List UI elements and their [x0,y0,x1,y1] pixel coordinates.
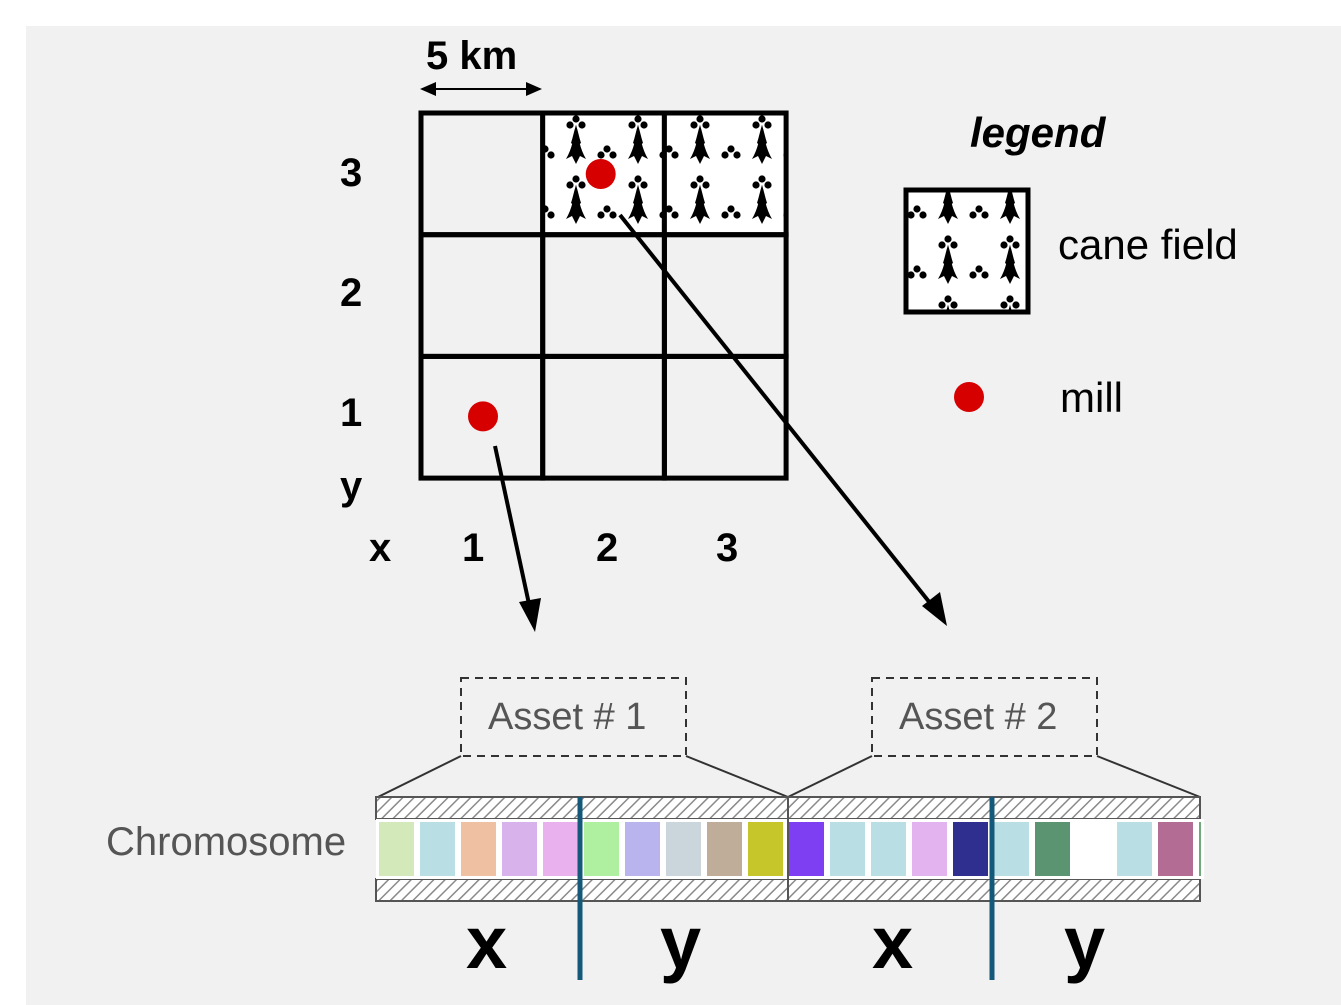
gene-asset-1-8 [666,822,701,876]
grid-cell-x3-y3 [661,110,789,238]
gene-asset-1-1 [379,822,414,876]
gene-asset-2-5 [953,822,988,876]
asset-1-x-label: x [466,901,508,984]
y-tick-1: 1 [340,391,363,435]
grid-cell-x1-y3 [418,110,546,238]
gene-asset-1-3 [461,822,496,876]
arrow-mill-2-to-asset-2 [618,213,940,615]
grid-cell-x2-y2 [540,232,667,359]
gene-asset-2-10 [1158,822,1193,876]
mill-marker-1 [585,159,616,189]
grid-cell-x2-y1 [540,353,667,481]
legend-mill-label: mill [1060,374,1123,421]
asset-2-y-label: y [1064,901,1106,984]
arrow-mill-1-to-asset-1 [493,445,534,619]
asset-2-label: Asset # 2 [899,696,1058,738]
x-tick-3: 3 [716,526,739,570]
grid-cell-x1-y2 [418,232,546,359]
scale-arrow-left-head [420,82,436,96]
legend-title: legend [970,109,1106,156]
y-axis-label: y [340,464,363,508]
gene-asset-1-9 [707,822,742,876]
asset-1-bracket-left [377,755,462,798]
asset-1-y-label: y [660,901,702,984]
y-tick-2: 2 [340,271,363,315]
gene-asset-2-3 [871,822,906,876]
gene-asset-1-2 [420,822,455,876]
arrow-mill-2-head [922,592,947,626]
asset-1-box [460,677,687,757]
scale-label: 5 km [426,34,518,78]
gene-asset-2-8 [1076,822,1111,876]
gene-asset-1-10 [748,822,783,876]
asset-1-bracket-right [685,755,789,798]
x-tick-1: 1 [462,526,485,570]
x-axis-label: x [369,526,392,570]
grid-cell-x3-y1 [661,353,789,481]
chromosome-label: Chromosome [106,820,347,864]
gene-asset-2-11 [1199,822,1201,876]
legend-cane-field-label: cane field [1058,221,1238,268]
arrow-mill-1-head [519,598,541,632]
legend-cane-field-swatch [903,187,1031,315]
y-tick-3: 3 [340,151,363,195]
asset-2-box [871,677,1098,757]
gene-asset-2-7 [1035,822,1070,876]
gene-asset-2-4 [912,822,947,876]
gene-asset-1-4 [502,822,537,876]
gene-asset-1-6 [584,822,619,876]
asset-2-bracket-right [1096,755,1201,798]
gene-asset-2-1 [789,822,824,876]
chromosome-genes [376,819,1204,879]
x-tick-2: 2 [596,526,619,570]
asset-2-x-label: x [872,901,914,984]
grid-map [418,110,789,481]
asset-1-label: Asset # 1 [488,696,647,738]
gene-asset-1-7 [625,822,660,876]
gene-asset-2-6 [994,822,1029,876]
mill-marker-2 [468,401,498,432]
gene-asset-2-2 [830,822,865,876]
gene-asset-2-9 [1117,822,1152,876]
scale-arrow-right-head [526,82,542,96]
legend-mill-marker [954,382,984,412]
asset-2-bracket-left [787,755,873,798]
gene-asset-1-5 [543,822,578,876]
